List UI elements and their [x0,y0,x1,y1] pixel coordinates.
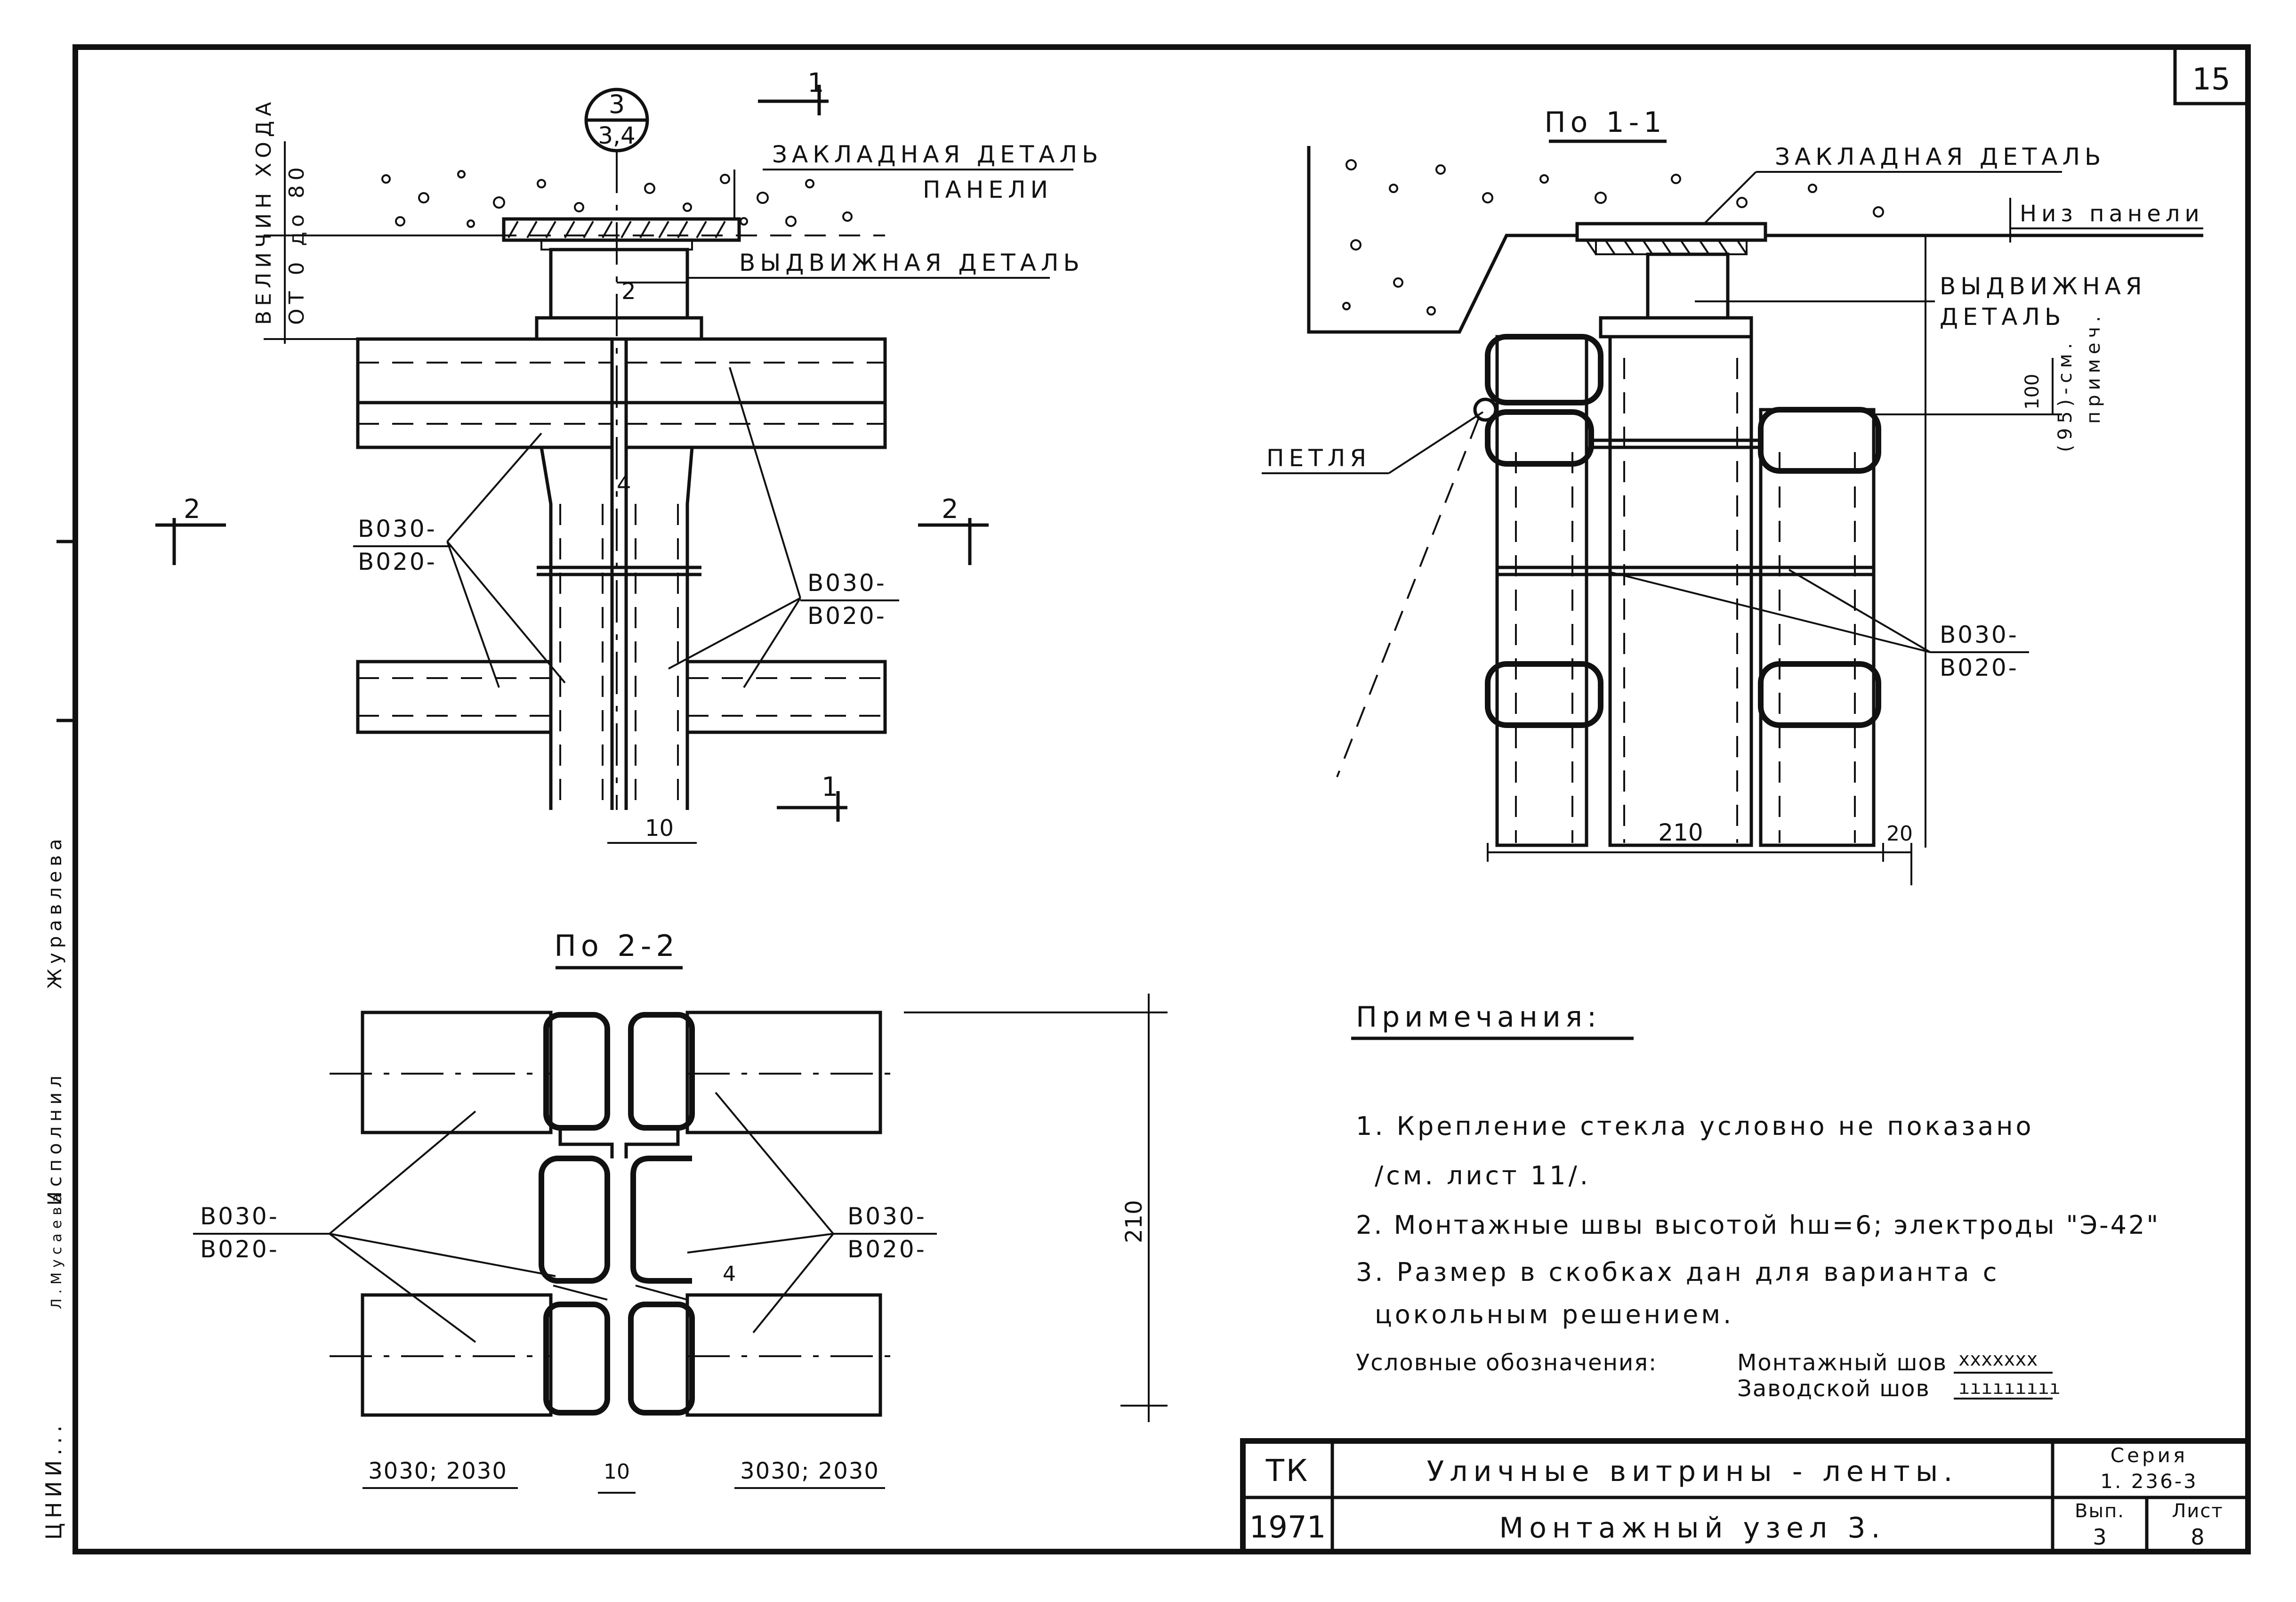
stamp-col: Исполнил [44,1071,66,1206]
dim-95-note: примеч. [2083,311,2104,424]
left-profile-2-2-1: В030- [200,1203,279,1230]
profile-1-1-1: В030- [1940,621,2019,648]
vertical-label: ВЕЛИЧИН ХОДА [252,97,276,325]
section-1-1: По 1-1 [1262,106,2204,885]
callout-bottom: 3,4 [598,122,636,149]
dim-2: 2 [621,278,636,305]
note-1a: 1. Крепление стекла условно не показано [1356,1111,2034,1141]
cut-mark-left: 2 [184,494,201,525]
note-3a: 3. Размер в скобках дан для варианта с [1356,1257,1999,1287]
dim-95: (95)-см. [2054,339,2076,452]
tb-org: ТК [1265,1454,1310,1489]
cut-mark-right: 2 [942,494,959,525]
sheet-number-box [2173,45,2250,105]
mullion-bottom-right [685,660,887,734]
mullion-top-left [356,337,614,449]
tb-title: Уличные витрины - ленты. [1427,1455,1958,1488]
right-profile-2-2-2: В020- [847,1236,926,1263]
left-profile-2: В020- [358,548,437,575]
right-profile-1: В030- [807,569,886,597]
left-margin-stamp: Исполнил Журавлева Л.Мусаева ЦНИИ... [41,540,75,1540]
tb-sheet-value: 8 [2191,1524,2204,1550]
bottom-right-dim: 3030; 2030 [740,1458,879,1484]
profile-2-2-top-left [361,1011,553,1134]
dim-4: 4 [617,471,631,498]
label-sliding-part2-1-1: ДЕТАЛЬ [1940,303,2065,331]
label-embedded-part-1-1: ЗАКЛАДНАЯ ДЕТАЛЬ [1775,143,2105,170]
legend-label: Условные обозначения: [1356,1350,1657,1376]
profile-2-2-bottom-right [685,1293,882,1417]
left-profile-1: В030- [358,515,437,542]
loop-ring [1473,397,1498,422]
label-embedded-part: ЗАКЛАДНАЯ ДЕТАЛЬ [772,141,1103,168]
sheet-number: 15 [2192,62,2230,97]
profile-2-2-top-right [685,1011,882,1134]
right-profile-2-2-1: В030- [847,1203,926,1230]
embedded-plate-1-1 [1575,222,1767,242]
section-1-1-title: По 1-1 [1545,106,1667,139]
dim-20-1-1: 20 [1886,822,1913,846]
dim-100: 100 [2022,374,2043,410]
label-sliding-part: ВЫДВИЖНАЯ ДЕТАЛЬ [739,249,1084,276]
section-2-2-title: По 2-2 [554,929,679,963]
mullion-bottom-left [356,660,553,734]
main-section: 3 3,4 1 1 2 2 [155,68,1103,844]
legend-factory-sym: ııııııııı [1958,1377,2061,1399]
label-loop: ПЕТЛЯ [1266,445,1371,472]
bottom-mid-dim: 10 [604,1460,630,1484]
concrete-panel-main [358,170,885,236]
tb-sheet-label: Лист [2172,1500,2223,1522]
tb-series-label: Серия [2111,1444,2188,1467]
dim-210-1-1: 210 [1658,819,1703,846]
tb-series-value: 1. 236-3 [2100,1470,2198,1493]
notes-block: Примечания: 1. Крепление стекла условно … [1351,1001,2160,1402]
legend-factory: Заводской шов [1737,1375,1930,1402]
label-embedded-part2: ПАНЕЛИ [923,176,1053,203]
profile-2-2-bottom-left [361,1293,553,1417]
legend-mount-sym: xxxxxxx [1958,1349,2038,1370]
label-panel-bottom: Низ панели [2020,201,2204,227]
profile-1-1-2: В020- [1940,654,2019,681]
bottom-left-dim: 3030; 2030 [368,1458,508,1484]
dim-210-2-2: 210 [1121,1200,1147,1243]
notes-title: Примечания: [1356,1001,1601,1034]
sliding-part-1-1 [1646,252,1730,320]
left-profile-2-2-2: В020- [200,1236,279,1263]
right-profile-2: В020- [807,602,886,630]
tb-issue-value: 3 [2093,1524,2106,1550]
tb-year: 1971 [1249,1510,1326,1545]
tb-issue-label: Вып. [2075,1500,2125,1522]
stamp-name2: Л.Мусаева [48,1189,65,1309]
stamp-dept: ЦНИИ... [41,1421,66,1540]
note-1b: /см. лист 11/. [1375,1161,1591,1190]
dim-4-2-2: 4 [723,1262,736,1286]
sheet-frame [73,44,2251,1554]
title-block: ТК 1971 Уличные витрины - ленты. Монтажн… [1240,1438,2251,1554]
cut-mark-top: 1 [807,68,824,98]
cut-mark-bottom: 1 [822,772,838,802]
legend-mount: Монтажный шов [1737,1350,1947,1376]
mullion-top-right [624,337,887,449]
stamp-name: Журавлева [44,834,66,989]
section-2-2: По 2-2 В030- В020- В030- В020- [193,929,1168,1494]
label-sliding-part-1-1: ВЫДВИЖНАЯ [1940,273,2147,300]
callout-top: 3 [609,89,625,119]
vertical-label2: ОТ 0 до 80 [285,162,309,325]
dim-10: 10 [645,815,674,841]
note-3b: цокольным решением. [1375,1300,1734,1329]
sliding-part [549,248,689,320]
note-2: 2. Монтажные швы высотой hш=6; электроды… [1356,1210,2160,1240]
tb-subtitle: Монтажный узел 3. [1499,1512,1885,1545]
